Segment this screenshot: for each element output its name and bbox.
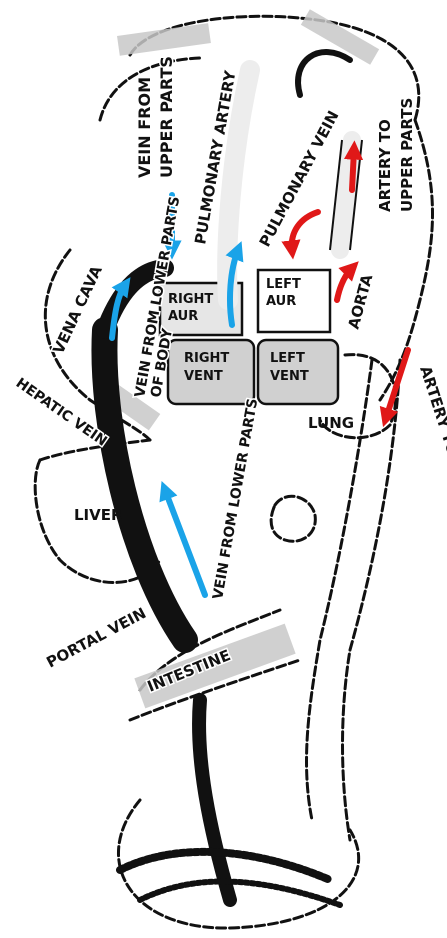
label-liver: LIVER (74, 506, 123, 524)
descending-artery-outline-2 (343, 360, 401, 840)
label-right-vent-1: RIGHT (184, 351, 229, 366)
label-vein-lower-parts: VEIN FROM LOWER PARTS (210, 397, 261, 601)
label-right-vent-2: VENT (184, 369, 223, 384)
arrow-artery-upper (352, 150, 354, 190)
label-left-vent-2: VENT (270, 369, 309, 384)
arch-vessel (298, 52, 350, 95)
lower-network-2 (140, 881, 340, 905)
label-left-vent-1: LEFT (270, 351, 305, 366)
label-vein-upper-1: VEIN FROM (135, 77, 154, 178)
label-lung: LUNG (308, 414, 354, 432)
label-portal-vein: PORTAL VEIN (43, 604, 149, 672)
artery-to-upper-tube (340, 140, 352, 250)
small-organ-outline (271, 496, 315, 541)
label-right-aur-2: AUR (168, 309, 198, 324)
label-left-aur-1: LEFT (266, 277, 301, 292)
label-artery-upper-2: UPPER PARTS (398, 98, 416, 212)
label-artery-upper-1: ARTERY TO (376, 119, 394, 212)
lower-trunk-vein (199, 700, 230, 900)
arrow-vein-lower (165, 490, 205, 595)
arrow-aorta (337, 268, 352, 300)
label-artery-lower: ARTERY TO LOWER PARTS OF BODY (416, 364, 447, 652)
label-left-aur-2: AUR (266, 294, 296, 309)
label-vein-upper-2: UPPER PARTS (157, 56, 176, 178)
lower-vessel-loop (118, 800, 358, 928)
label-aorta: AORTA (344, 272, 376, 331)
arrow-pulmonary-vein (292, 212, 318, 250)
label-right-aur-1: RIGHT (168, 292, 213, 307)
